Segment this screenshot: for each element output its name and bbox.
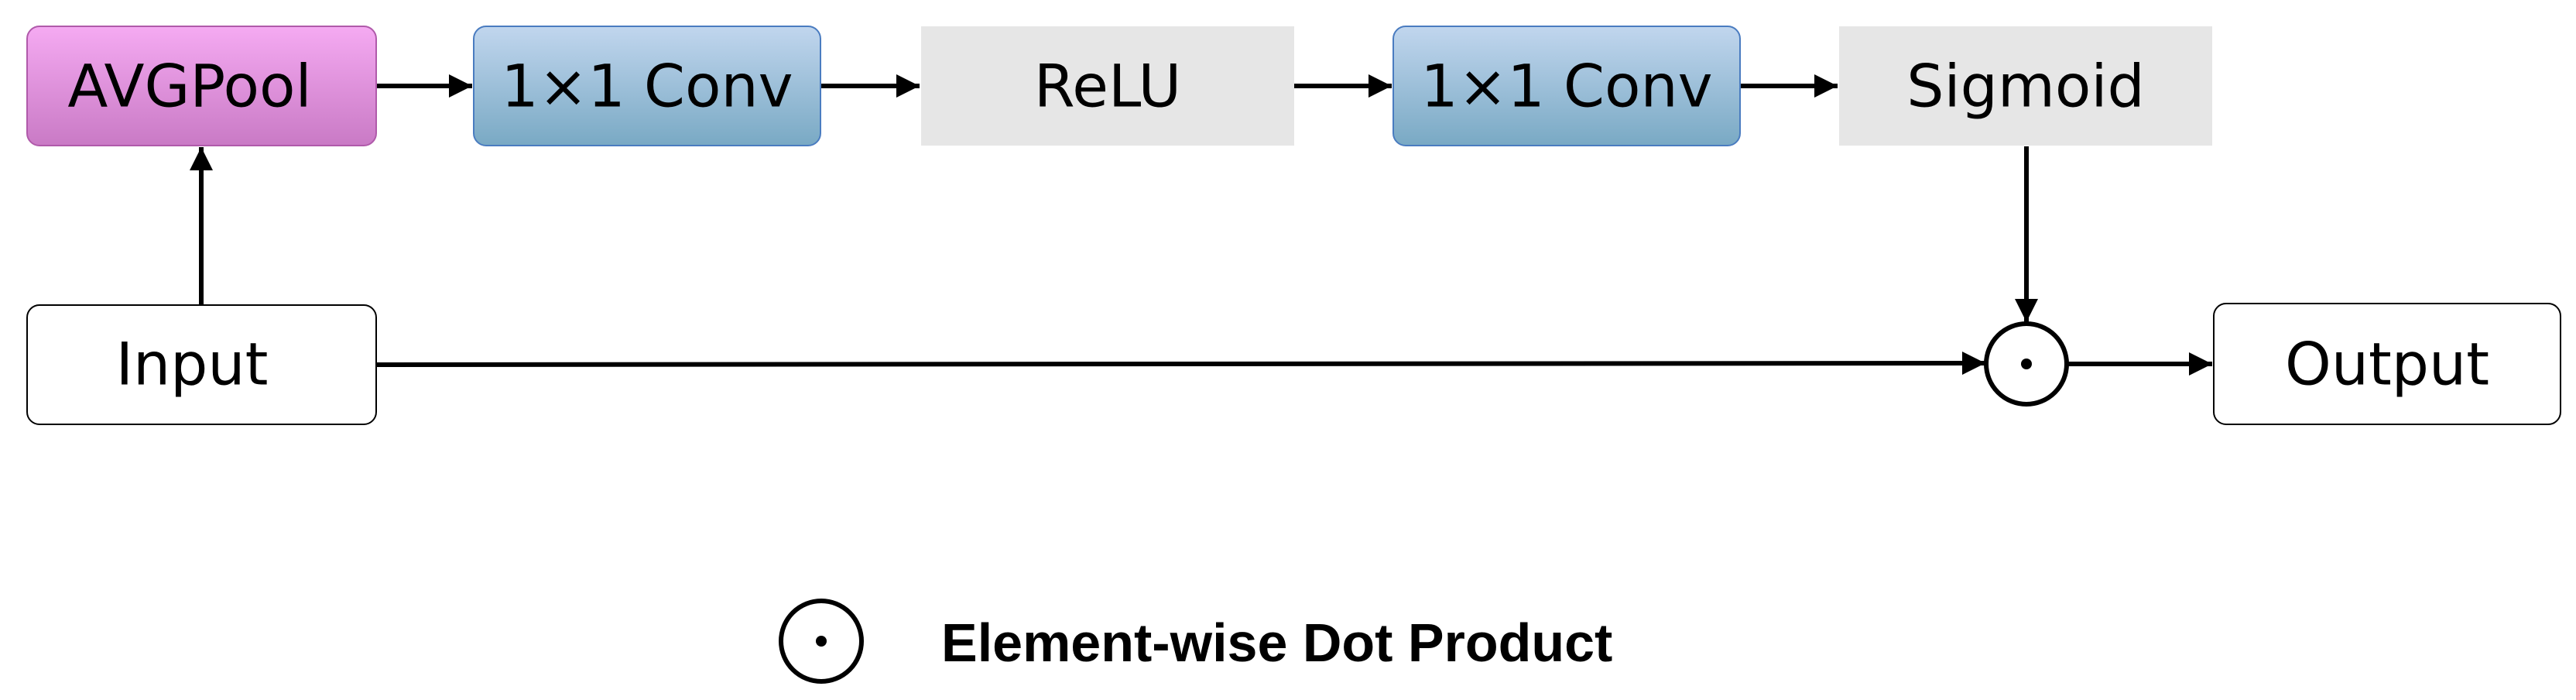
edge-input-to-dot bbox=[375, 352, 1986, 376]
dot-product-center-icon bbox=[2021, 359, 2032, 369]
node-relu: ReLU bbox=[921, 26, 1294, 146]
relu-label: ReLU bbox=[1034, 52, 1181, 121]
legend-dot-product-label: Element-wise Dot Product bbox=[941, 612, 1612, 673]
avgpool-label: AVGPool bbox=[67, 52, 311, 121]
sigmoid-box bbox=[1839, 26, 2212, 146]
conv2-label: 1×1 Conv bbox=[1420, 52, 1712, 121]
conv2-box bbox=[1392, 26, 1741, 146]
dot-product-operator bbox=[1984, 321, 2069, 407]
edges bbox=[190, 74, 2212, 376]
node-output: Output bbox=[2213, 303, 2561, 425]
legend-dot-product-icon bbox=[779, 599, 864, 684]
conv1-box bbox=[473, 26, 821, 146]
relu-box bbox=[921, 26, 1294, 146]
node-sigmoid: Sigmoid bbox=[1839, 26, 2212, 146]
conv1-label: 1×1 Conv bbox=[501, 52, 793, 121]
sigmoid-label: Sigmoid bbox=[1906, 52, 2145, 121]
input-label: Input bbox=[116, 330, 269, 399]
input-box bbox=[26, 304, 377, 425]
node-avgpool: AVGPool bbox=[26, 26, 377, 146]
legend: Element-wise Dot Product bbox=[779, 599, 1612, 684]
node-input: Input bbox=[26, 304, 377, 425]
node-conv2: 1×1 Conv bbox=[1392, 26, 1741, 146]
node-conv1: 1×1 Conv bbox=[473, 26, 821, 146]
output-label: Output bbox=[2285, 330, 2489, 399]
avgpool-box bbox=[26, 26, 377, 146]
output-box bbox=[2213, 303, 2561, 425]
